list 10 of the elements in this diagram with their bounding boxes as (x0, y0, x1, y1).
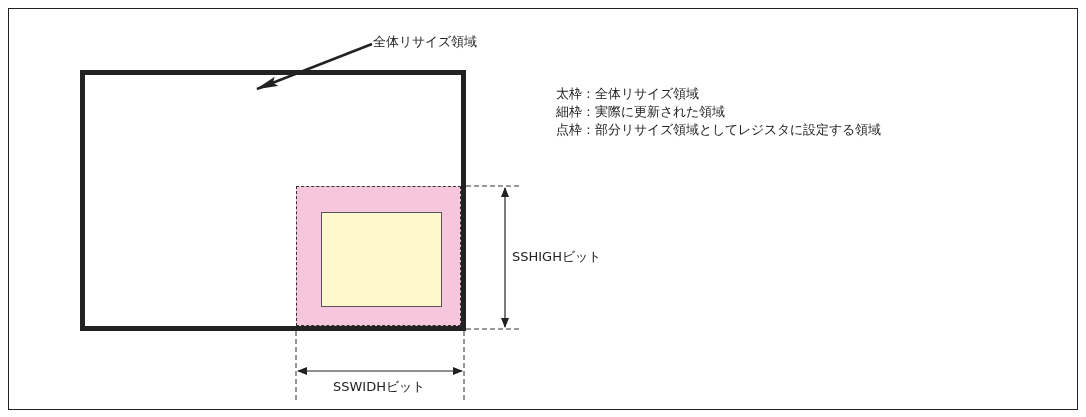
region-label: 全体リサイズ領域 (373, 33, 483, 51)
leader-arrow (256, 42, 373, 91)
legend-text: 点枠 : 部分リサイズ領域としてレジスタに設定する領域 (556, 121, 881, 139)
thick-frame (80, 70, 466, 331)
dimension-label: SSHIGHビット (512, 248, 601, 266)
legend-text: 細枠 : 実際に更新された領域 (556, 103, 725, 121)
updated-region (321, 212, 442, 307)
dashed-region (296, 186, 461, 326)
dimension-label: SSWIDHビット (333, 378, 425, 396)
legend-text: 太枠 : 全体リサイズ領域 (556, 85, 699, 103)
